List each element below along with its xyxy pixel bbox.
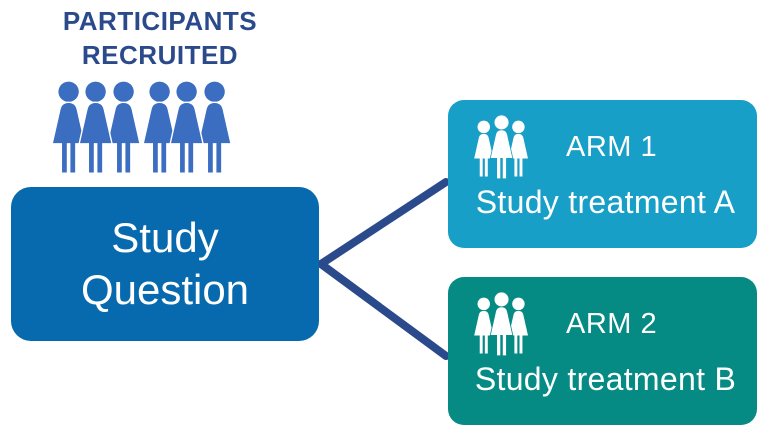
arm2-header-row: ARM 2 [464,291,747,357]
header-line2: RECRUITED [81,40,239,70]
connector-line-arm1 [317,178,450,268]
arm1-label: ARM 1 [566,130,658,163]
arm1-box: ARM 1 Study treatment A [448,100,757,248]
header-line1: PARTICIPANTS [62,6,258,36]
study-question-box: Study Question [11,187,319,341]
arm2-people-icon [473,292,529,356]
arm1-header-row: ARM 1 [464,114,747,180]
participants-recruited-label: PARTICIPANTS RECRUITED [50,4,270,72]
study-box-line2: Question [80,266,250,313]
arm2-label: ARM 2 [566,307,658,340]
arm1-treatment: Study treatment A [475,184,736,220]
study-box-line1: Study [111,214,219,261]
arm2-treatment: Study treatment B [474,361,737,397]
connector-line-arm2 [317,260,450,360]
arm1-people-icon [473,115,529,179]
participants-group-icon [51,80,232,174]
arm2-box: ARM 2 Study treatment B [448,277,757,425]
